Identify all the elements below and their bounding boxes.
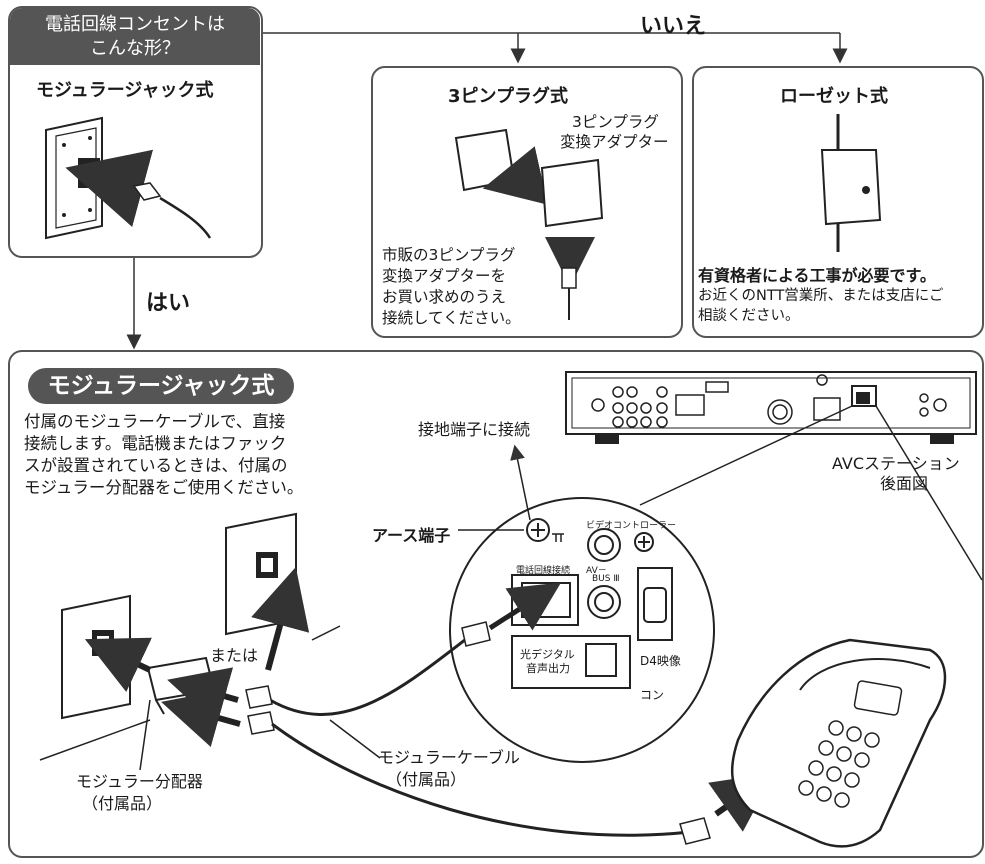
pin3-note-4: 接続してください。 xyxy=(382,309,521,327)
splitter-label-2: （付属品） xyxy=(82,794,163,813)
optical-label-2: 音声出力 xyxy=(526,662,570,675)
question-line-1: 電話回線コンセントは xyxy=(45,14,225,35)
three-pin-title: 3ピンプラグ式 xyxy=(448,86,568,107)
pin3-note-3: お買い求めのうえ xyxy=(382,288,507,306)
question-header: 電話回線コンセントは こんな形？ xyxy=(10,8,260,65)
station-label-2: 後面図 xyxy=(880,474,929,493)
d4-label: D4映像 xyxy=(640,654,681,668)
rosette-warning: 有資格者による工事が必要です。 xyxy=(698,266,936,285)
rosette-note-1: お近くのNTT営業所、または支店にご xyxy=(698,288,944,304)
phone-line-label: 電話回線接続 xyxy=(516,566,571,576)
or-label: または xyxy=(210,646,259,665)
kon-label: コン xyxy=(640,688,665,702)
splitter-label-1: モジュラー分配器 xyxy=(76,772,203,791)
modular-pill: モジュラージャック式 xyxy=(28,368,294,404)
desc-line-2: 接続します。電話機またはファック xyxy=(24,434,287,453)
earth-terminal-label: アース端子 xyxy=(372,526,451,545)
ground-connect-label: 接地端子に接続 xyxy=(418,420,531,439)
desc-line-1: 付属のモジュラーケーブルで、直接 xyxy=(24,412,286,431)
question-line-2: こんな形？ xyxy=(90,38,180,59)
pin3-note-2: 変換アダプターを xyxy=(382,267,507,285)
answer-yes: はい xyxy=(146,291,191,316)
cable-label-2: （付属品） xyxy=(386,770,467,789)
desc-line-3: スが設置されているときは、付属の xyxy=(24,456,288,475)
modular-title: モジュラージャック式 xyxy=(36,80,214,101)
station-label-1: AVCステーション xyxy=(832,454,960,473)
pin3-note-1: 市販の3ピンプラグ xyxy=(382,246,516,264)
answer-no: いいえ xyxy=(640,14,707,39)
adapter-label-1: 3ピンプラグ xyxy=(572,113,659,131)
desc-line-4: モジュラー分配器をご使用ください。 xyxy=(24,478,304,497)
bus-label: BUS Ⅲ xyxy=(592,574,620,584)
rosette-title: ローゼット式 xyxy=(780,86,888,107)
rosette-note-2: 相談ください。 xyxy=(698,308,800,324)
cable-label-1: モジュラーケーブル xyxy=(378,748,520,767)
video-control-label: ビデオコントローラー xyxy=(586,521,677,531)
av-bus-label: AV－ xyxy=(586,566,607,576)
optical-label-1: 光デジタル xyxy=(520,648,575,661)
adapter-label-2: 変換アダプター xyxy=(560,133,669,151)
